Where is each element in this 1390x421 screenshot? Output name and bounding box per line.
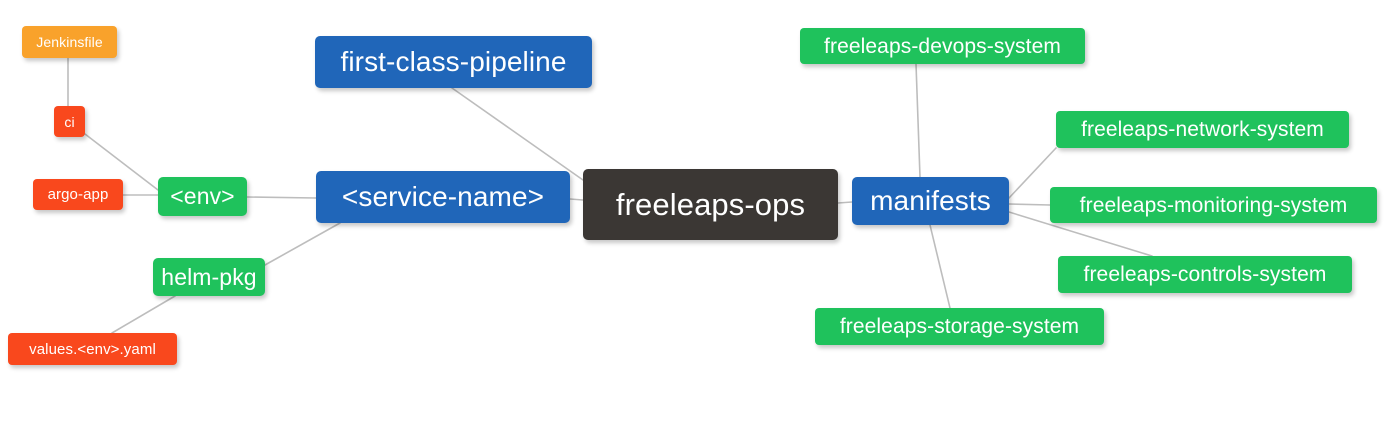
node-label: Jenkinsfile (36, 34, 103, 50)
node-freeleaps-devops-system[interactable]: freeleaps-devops-system (800, 28, 1085, 64)
node-freeleaps-monitoring-system[interactable]: freeleaps-monitoring-system (1050, 187, 1377, 223)
node-label: argo-app (47, 186, 109, 203)
node-values-env-yaml[interactable]: values.<env>.yaml (8, 333, 177, 365)
edge-helm-values (111, 295, 176, 334)
edge-manifests-controls (1008, 211, 1153, 257)
node-label: ci (64, 113, 75, 130)
node-label: first-class-pipeline (340, 46, 567, 77)
node-helm-pkg[interactable]: helm-pkg (153, 258, 265, 296)
edge-service-helm (264, 222, 341, 266)
node-label: manifests (870, 185, 991, 216)
edge-manifests-devops (915, 63, 921, 178)
edge-manifests-monitoring (1008, 203, 1051, 206)
edge-manifests-storage (929, 224, 951, 309)
node-label: freeleaps-ops (615, 187, 806, 222)
node-label: values.<env>.yaml (29, 340, 156, 358)
node-freeleaps-storage-system[interactable]: freeleaps-storage-system (815, 308, 1104, 345)
node-label: freeleaps-controls-system (1083, 263, 1327, 286)
node-label: <service-name> (341, 181, 545, 212)
edge-ops-manifests (837, 201, 853, 204)
node-label: freeleaps-monitoring-system (1079, 193, 1348, 217)
edge-service-env (246, 196, 317, 199)
node-freeleaps-network-system[interactable]: freeleaps-network-system (1056, 111, 1349, 148)
node-label: freeleaps-network-system (1081, 118, 1324, 141)
edge-manifests-network (1008, 147, 1057, 199)
edge-ops-service (569, 198, 584, 201)
node-ci[interactable]: ci (54, 106, 85, 137)
node-manifests[interactable]: manifests (852, 177, 1009, 225)
node-env[interactable]: <env> (158, 177, 247, 216)
edge-ops-firstclass (451, 87, 584, 181)
node-freeleaps-controls-system[interactable]: freeleaps-controls-system (1058, 256, 1352, 293)
node-label: helm-pkg (161, 263, 257, 290)
node-freeleaps-ops[interactable]: freeleaps-ops (583, 169, 838, 240)
node-label: <env> (170, 183, 235, 209)
edge-env-ci (84, 133, 159, 191)
node-service-name[interactable]: <service-name> (316, 171, 570, 223)
node-first-class-pipeline[interactable]: first-class-pipeline (315, 36, 592, 88)
node-label: freeleaps-devops-system (824, 34, 1061, 58)
node-label: freeleaps-storage-system (839, 315, 1080, 338)
node-argo-app[interactable]: argo-app (33, 179, 123, 210)
node-jenkinsfile[interactable]: Jenkinsfile (22, 26, 117, 58)
